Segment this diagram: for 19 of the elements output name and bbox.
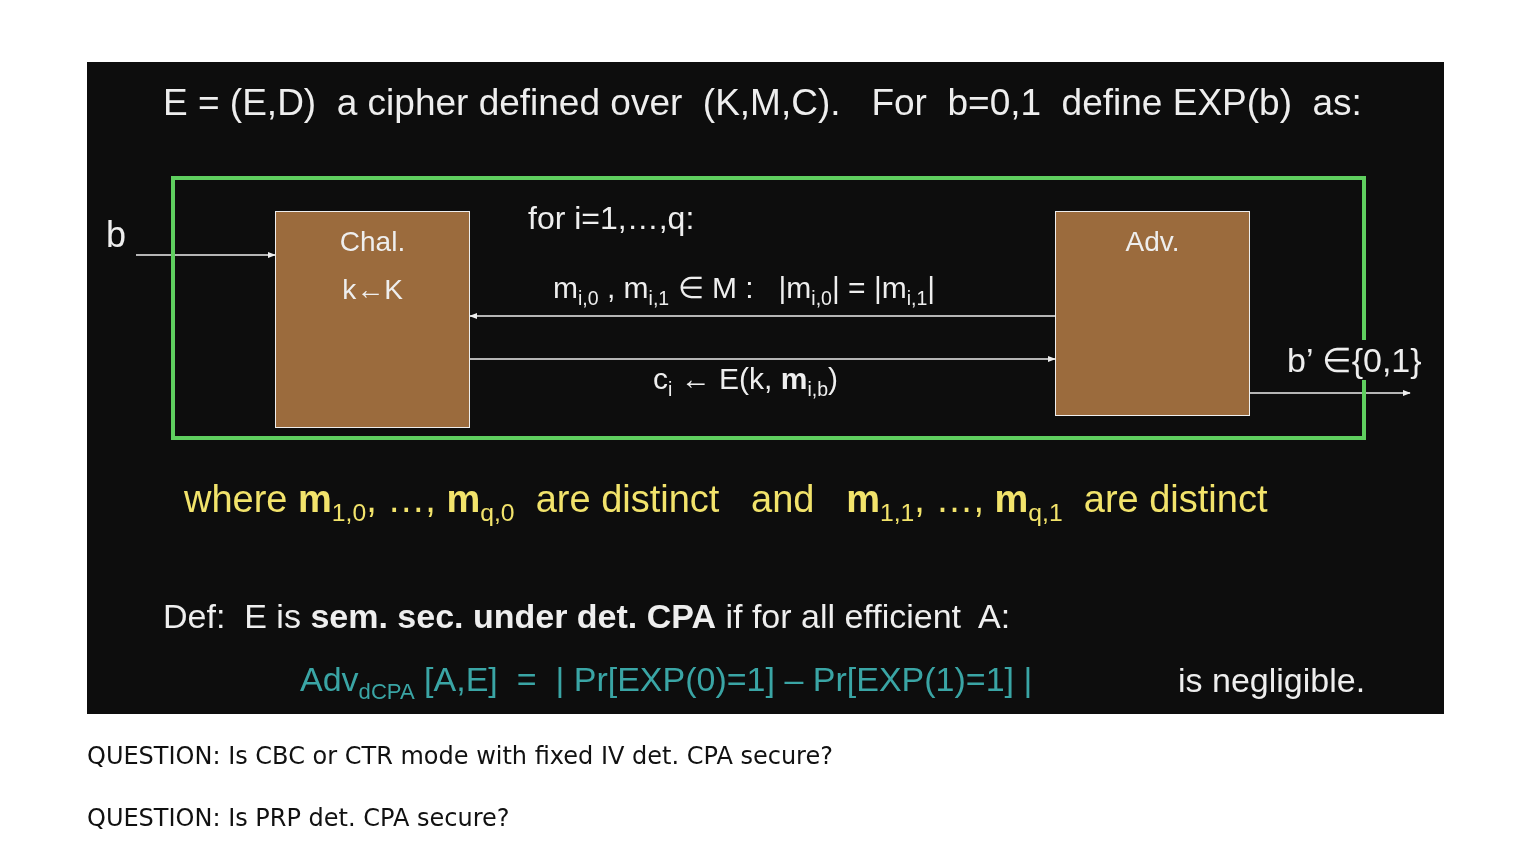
question-text: QUESTION: Is CBC or CTR mode with fixed IV det. CPA secure? xyxy=(87,742,833,770)
arrow xyxy=(1249,389,1411,397)
condition-text: where m$_{1,0}$, …, m$_{q,0}$ are distinct and m$_{1,1}$, …, m$_{q,1}$ are distinct xyxy=(184,478,1268,527)
arrow xyxy=(469,312,1056,320)
box-title: Adv. xyxy=(1124,226,1181,258)
definition-text: Def: E is sem. sec. under det. CPA if for all efficient A: xyxy=(163,597,1011,636)
title-text: E = (E,D) a cipher defined over (K,M,C). For b=0,1 define EXP(b) as: xyxy=(163,82,1362,124)
advantage-formula: Adv$_{dCPA}$ [A,E] = | Pr[EXP(0)=1] – Pr[EXP(1)=1] | xyxy=(300,660,1033,705)
arrow xyxy=(135,251,276,259)
definition-text: is negligible. xyxy=(1178,661,1366,700)
adversary-box xyxy=(1055,211,1250,416)
box-title: Chal. xyxy=(338,226,407,258)
arrow xyxy=(469,355,1056,363)
question-text: QUESTION: Is PRP det. CPA secure? xyxy=(87,804,510,832)
edge-label: b’ ∈{0,1} xyxy=(1287,340,1422,380)
box-text: k←K xyxy=(341,274,404,306)
challenger-box xyxy=(275,211,470,428)
loop-text: for i=1,…,q: xyxy=(528,200,695,237)
variable-label: b xyxy=(105,214,127,256)
